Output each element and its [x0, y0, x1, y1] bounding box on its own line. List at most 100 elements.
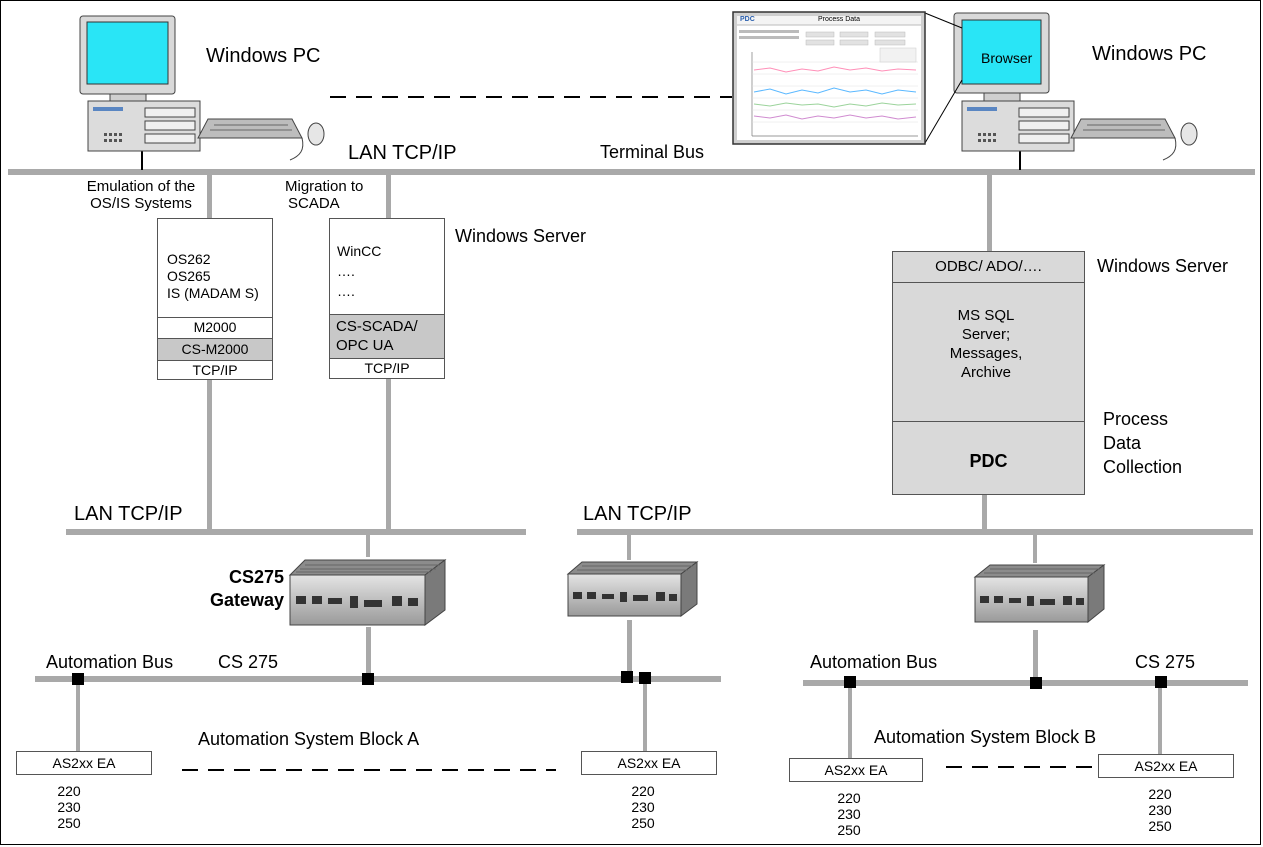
os-server-line: IS (MADAM S) [167, 285, 259, 301]
db-server-top-bar: ODBC/ ADO/…. [893, 252, 1084, 283]
bus-node [621, 671, 633, 683]
os-server-line: OS265 [167, 268, 211, 284]
os-server-box: OS262 OS265 IS (MADAM S) M2000 CS-M2000 … [157, 218, 273, 380]
as-unit-4-values: 220 230 250 [1140, 786, 1180, 834]
emulation-note-line1: Emulation of the [86, 178, 196, 195]
gateway-label-line2: Gateway [209, 590, 284, 610]
os-server-line: OS262 [167, 251, 211, 267]
cs275-b-label: CS 275 [1135, 652, 1196, 672]
database-label-line: Messages, [949, 345, 1023, 362]
as-unit-4-link [1158, 686, 1162, 754]
block-a-label: Automation System Block A [198, 729, 420, 749]
process-label-line: Data [1103, 433, 1142, 453]
pc-left-icon [79, 15, 325, 161]
bus-node [72, 673, 84, 685]
os-layer-cs-m2000: CS-M2000 [158, 338, 272, 360]
database-label-line: MS SQL [957, 307, 1015, 324]
scada-server-title: Windows Server [455, 226, 587, 246]
os-server-downlink [207, 380, 212, 530]
database-label-line: Archive [960, 364, 1012, 381]
lan-a-line [66, 529, 526, 535]
scada-layer-line: CS-SCADA/ [336, 318, 418, 335]
as-unit-3-values: 220 230 250 [829, 790, 869, 838]
as-unit-label: AS2xx EA [1134, 758, 1198, 774]
as-unit-label: AS2xx EA [52, 755, 116, 771]
as-unit-label: AS2xx EA [824, 762, 888, 778]
as-unit-value: 250 [631, 815, 655, 831]
bus-node [844, 676, 856, 688]
terminal-bus-line [8, 169, 1255, 175]
pdc-module-label: PDC [969, 451, 1008, 471]
os-server-uplink [207, 175, 212, 219]
bus-node [639, 672, 651, 684]
automation-bus-b-line [803, 680, 1248, 686]
as-unit-2-values: 220 230 250 [623, 783, 663, 831]
emulation-note-line2: OS/IS Systems [90, 195, 192, 213]
emulation-note: Emulation of the OS/IS Systems [66, 178, 216, 213]
as-unit-value: 220 [1148, 786, 1172, 802]
database-labels: MS SQL Server; Messages, Archive [916, 306, 1056, 382]
scada-server-line: …. [337, 263, 355, 279]
db-server-uplink [987, 175, 992, 252]
bus-node [1030, 677, 1042, 689]
gateway-3-icon [973, 564, 1106, 624]
zoom-line [924, 12, 963, 29]
as-unit-2: AS2xx EA [581, 751, 717, 775]
scada-server-systems: WinCC …. …. [337, 241, 381, 301]
pdc-window-logo: PDC [740, 16, 755, 23]
db-server-divider [893, 421, 1084, 422]
cs275-gateway-icon [288, 559, 447, 626]
scada-layer-tcpip: TCP/IP [330, 358, 444, 379]
scada-layer-line: OPC UA [336, 337, 394, 354]
bus-node [362, 673, 374, 685]
terminal-bus-label: Terminal Bus [600, 142, 705, 162]
pdc-window-thumbnail [732, 11, 926, 145]
db-server-box: ODBC/ ADO/…. PDC [892, 251, 1085, 495]
as-unit-value: 250 [837, 822, 861, 838]
process-data-collection-label: Process Data Collection [1103, 407, 1182, 479]
gateway-3-uplink [1033, 535, 1037, 563]
as-unit-value: 230 [631, 799, 655, 815]
lan-b-line [577, 529, 1253, 535]
lan-terminal-label: LAN TCP/IP [348, 142, 457, 164]
database-label-line: Server; [961, 326, 1011, 343]
as-unit-1-values: 220 230 250 [49, 783, 89, 831]
gateway-label-line1: CS275 [228, 567, 284, 587]
block-b-label: Automation System Block B [874, 727, 1097, 747]
gateway-1-uplink [366, 535, 370, 557]
as-unit-2-link [643, 682, 647, 752]
migration-note-line1: Migration to [285, 178, 364, 195]
db-server-downlink [982, 494, 987, 530]
automation-bus-b-label: Automation Bus [810, 652, 938, 672]
as-unit-value: 220 [631, 783, 655, 799]
bus-node [1155, 676, 1167, 688]
pc-left-label: Windows PC [206, 45, 321, 67]
as-unit-value: 220 [837, 790, 861, 806]
db-server-title: Windows Server [1097, 256, 1229, 276]
gateway-2-downlink [627, 620, 632, 678]
scada-server-line: WinCC [337, 243, 382, 259]
browser-screen-text: Browser [981, 50, 1033, 66]
migration-note-line2: SCADA [288, 195, 340, 213]
os-server-systems: OS262 OS265 IS (MADAM S) [167, 251, 259, 302]
lan-a-label: LAN TCP/IP [74, 503, 183, 525]
process-label-line: Process [1103, 409, 1169, 429]
as-unit-1: AS2xx EA [16, 751, 152, 775]
automation-bus-a-line [35, 676, 721, 682]
automation-bus-a-label: Automation Bus [46, 652, 174, 672]
scada-server-downlink [386, 379, 391, 530]
as-unit-value: 230 [837, 806, 861, 822]
gateway-label: CS275 Gateway [204, 566, 284, 612]
scada-layer-cs-scada: CS-SCADA/ OPC UA [330, 314, 444, 358]
as-unit-3: AS2xx EA [789, 758, 923, 782]
pdc-window-title: Process Data [818, 16, 861, 23]
zoom-line [924, 79, 963, 144]
migration-note: Migration to SCADA [285, 178, 363, 213]
as-unit-value: 220 [57, 783, 81, 799]
gateway-2-icon [566, 561, 699, 617]
os-layer-m2000: M2000 [158, 317, 272, 338]
process-label-line: Collection [1103, 457, 1183, 477]
pc-right-icon [953, 12, 1198, 161]
lan-b-label: LAN TCP/IP [583, 503, 692, 525]
